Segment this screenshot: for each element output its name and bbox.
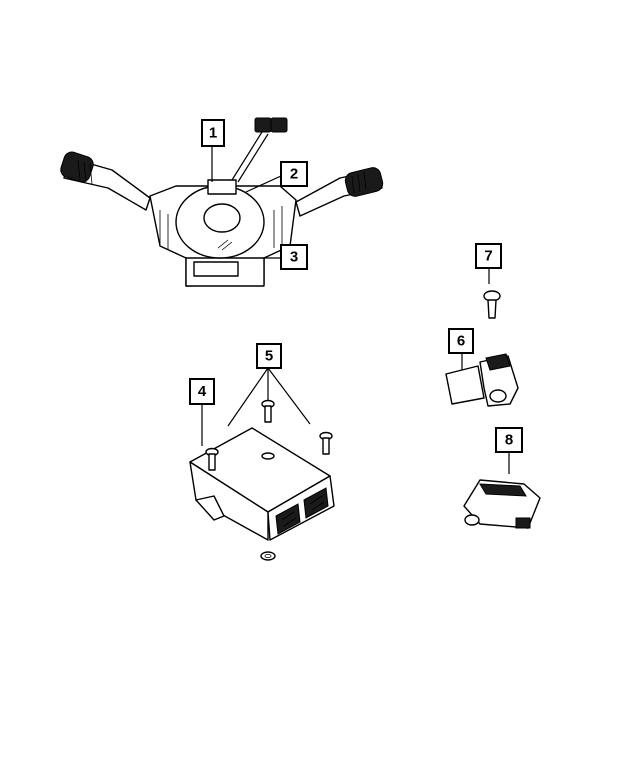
callout-5-label: 5: [265, 348, 273, 365]
sensor-mount-hole: [489, 389, 507, 403]
leader-2: [245, 175, 282, 193]
restraint-control-module: [189, 367, 335, 561]
right-stalk-knob: [344, 167, 384, 197]
callout-4-label: 4: [198, 383, 207, 400]
module-left-side: [189, 461, 269, 541]
part-8-sensor: [463, 452, 541, 529]
callout-6: 6: [448, 328, 474, 354]
sensor-8-mount-hole: [464, 514, 480, 526]
sensor-top: [485, 353, 511, 371]
part-7-screw: [483, 268, 501, 319]
callout-8: 8: [495, 427, 523, 453]
module-label: [193, 261, 239, 277]
callout-4: 4: [189, 378, 215, 405]
callout-7: 7: [475, 243, 502, 269]
harness-wire: [231, 131, 263, 181]
bolt-right: [319, 431, 333, 455]
sensor-8-top: [479, 483, 527, 497]
callout-1: 1: [201, 119, 225, 147]
clockspring-connector: [207, 179, 237, 195]
harness-connector-right: [270, 117, 288, 133]
harness-connector-left: [254, 117, 272, 133]
clockspring-hub: [203, 203, 241, 233]
sensor-connector: [445, 365, 485, 405]
callout-3-label: 3: [290, 249, 298, 266]
callout-2: 2: [280, 161, 308, 187]
callout-2-label: 2: [290, 166, 298, 183]
screw-shank: [487, 299, 497, 319]
callout-8-label: 8: [505, 432, 513, 449]
callout-5: 5: [256, 343, 282, 369]
module-center-hole: [261, 452, 275, 460]
module-connector-a: [275, 503, 301, 535]
sensor-8-connector: [515, 517, 531, 529]
leader-5a: [227, 367, 269, 427]
bolt-left: [205, 447, 219, 471]
washer: [260, 551, 276, 561]
module-mount-tab: [195, 495, 225, 521]
callout-3: 3: [280, 244, 308, 270]
multifunction-switch-assembly: [60, 117, 384, 287]
callout-6-label: 6: [457, 333, 465, 350]
leader-5c: [267, 367, 311, 425]
callout-1-label: 1: [209, 125, 217, 142]
bolt-center: [261, 399, 275, 423]
module-connector-b: [303, 487, 329, 519]
callout-7-label: 7: [484, 248, 492, 265]
part-6-sensor: [445, 353, 519, 407]
